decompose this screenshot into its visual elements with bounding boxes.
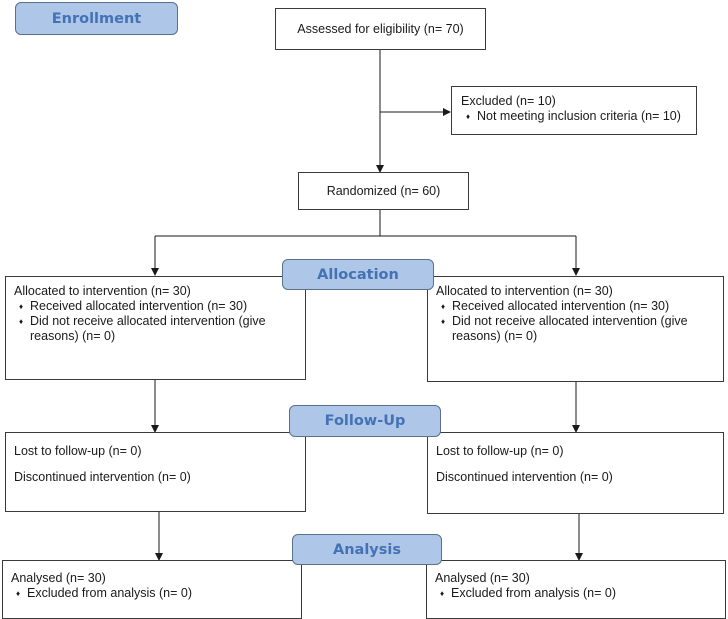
left-allocation-title: Allocated to intervention (n= 30) bbox=[14, 284, 191, 298]
bullet-diamond-icon: ♦ bbox=[440, 589, 445, 598]
assessed-text: Assessed for eligibility (n= 70) bbox=[297, 21, 464, 36]
stage-label-enrollment: Enrollment bbox=[15, 2, 178, 35]
bullet-diamond-icon: ♦ bbox=[19, 317, 24, 326]
randomized-box: Randomized (n= 60) bbox=[298, 172, 469, 210]
right-followup-lost: Lost to follow-up (n= 0) bbox=[436, 444, 564, 458]
right-allocation-title: Allocated to intervention (n= 30) bbox=[436, 284, 613, 298]
assessed-box: Assessed for eligibility (n= 70) bbox=[275, 8, 486, 50]
right-analysis-title: Analysed (n= 30) bbox=[435, 571, 530, 585]
right-allocation-box: Allocated to intervention (n= 30) ♦Recei… bbox=[427, 276, 724, 382]
right-followup-discontinued: Discontinued intervention (n= 0) bbox=[436, 470, 613, 484]
bullet-diamond-icon: ♦ bbox=[466, 112, 471, 121]
excluded-box: Excluded (n= 10) ♦Not meeting inclusion … bbox=[451, 86, 697, 135]
left-allocation-item: ♦Received allocated intervention (n= 30) bbox=[19, 299, 248, 313]
stage-label-analysis: Analysis bbox=[292, 534, 442, 565]
randomized-text: Randomized (n= 60) bbox=[326, 183, 441, 198]
bullet-diamond-icon: ♦ bbox=[441, 317, 446, 326]
left-analysis-title: Analysed (n= 30) bbox=[11, 571, 106, 585]
excluded-title: Excluded (n= 10) bbox=[461, 94, 556, 108]
left-analysis-item: ♦Excluded from analysis (n= 0) bbox=[16, 586, 193, 600]
left-followup-lost: Lost to follow-up (n= 0) bbox=[14, 444, 142, 458]
right-followup-box: Lost to follow-up (n= 0) Discontinued in… bbox=[427, 432, 724, 514]
right-allocation-item: ♦Received allocated intervention (n= 30) bbox=[441, 299, 670, 313]
right-allocation-item: ♦Did not receive allocated intervention … bbox=[441, 314, 688, 343]
stage-label-allocation: Allocation bbox=[282, 259, 434, 290]
stage-label-followup: Follow-Up bbox=[289, 405, 441, 437]
left-followup-discontinued: Discontinued intervention (n= 0) bbox=[14, 470, 191, 484]
bullet-diamond-icon: ♦ bbox=[441, 302, 446, 311]
right-analysis-box: Analysed (n= 30) ♦Excluded from analysis… bbox=[426, 560, 726, 619]
left-analysis-box: Analysed (n= 30) ♦Excluded from analysis… bbox=[2, 560, 302, 619]
left-followup-box: Lost to follow-up (n= 0) Discontinued in… bbox=[5, 432, 306, 512]
left-allocation-box: Allocated to intervention (n= 30) ♦Recei… bbox=[5, 276, 306, 380]
right-analysis-item: ♦Excluded from analysis (n= 0) bbox=[440, 586, 617, 600]
bullet-diamond-icon: ♦ bbox=[19, 302, 24, 311]
left-allocation-item: ♦Did not receive allocated intervention … bbox=[19, 314, 266, 343]
bullet-diamond-icon: ♦ bbox=[16, 589, 21, 598]
excluded-item: ♦Not meeting inclusion criteria (n= 10) bbox=[466, 109, 681, 123]
